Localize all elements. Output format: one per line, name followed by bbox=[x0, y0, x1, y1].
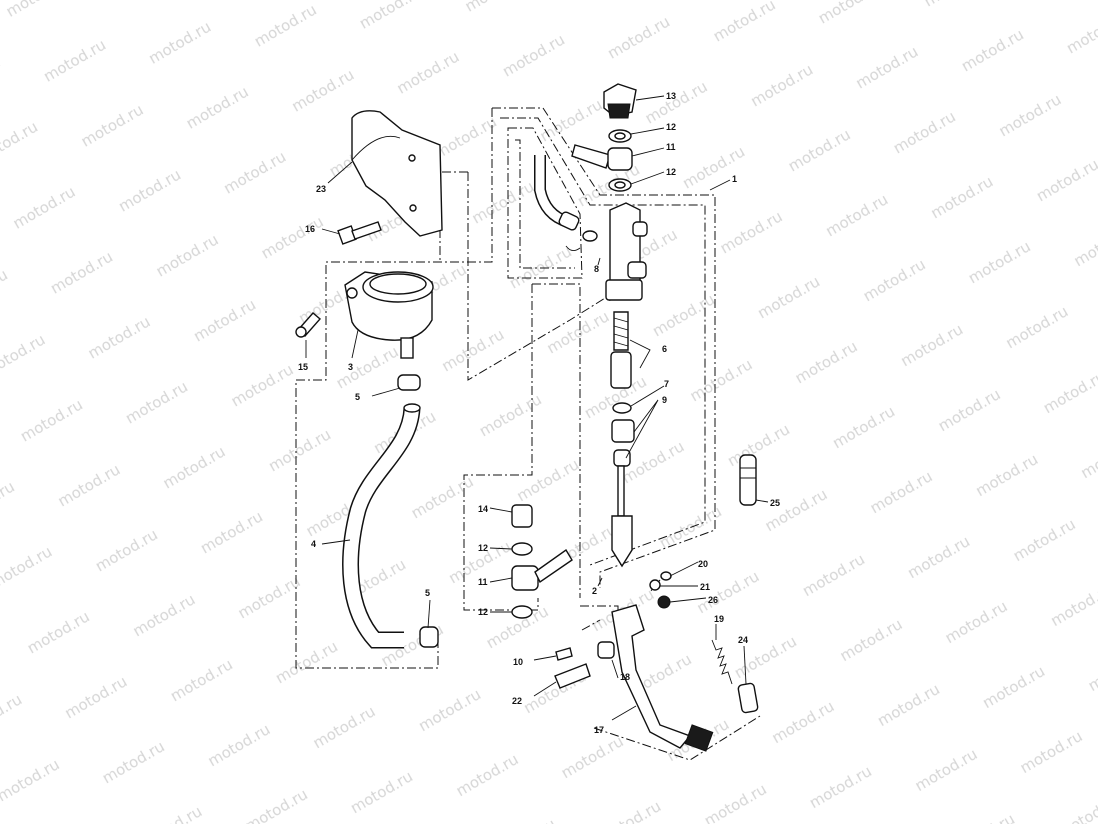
oring-part-7 bbox=[612, 402, 632, 414]
hose-part-4 bbox=[342, 403, 421, 649]
bush-part-18 bbox=[597, 641, 615, 659]
callout-4: 4 bbox=[311, 539, 316, 549]
spring-part-19 bbox=[711, 639, 733, 685]
bolt-part-16 bbox=[337, 221, 382, 245]
callout-8: 8 bbox=[594, 264, 599, 274]
pin-part-24 bbox=[737, 682, 759, 714]
callout-7: 7 bbox=[664, 379, 669, 389]
callout-18: 18 bbox=[620, 672, 630, 682]
bolt-part-22 bbox=[554, 663, 591, 689]
callout-12b: 12 bbox=[666, 167, 676, 177]
reservoir-part-3 bbox=[344, 271, 434, 359]
clamp-part-5-top bbox=[397, 374, 421, 391]
callout-14: 14 bbox=[478, 504, 488, 514]
pin-part-10 bbox=[555, 647, 573, 661]
callout-3: 3 bbox=[348, 362, 353, 372]
master-cylinder-body bbox=[605, 202, 648, 301]
callout-6: 6 bbox=[662, 344, 667, 354]
switch-part-13 bbox=[603, 83, 637, 119]
callout-24: 24 bbox=[738, 635, 748, 645]
callout-23: 23 bbox=[316, 184, 326, 194]
callout-16: 16 bbox=[305, 224, 315, 234]
feed-pipe bbox=[534, 155, 598, 251]
callout-1: 1 bbox=[732, 174, 737, 184]
callout-5a: 5 bbox=[355, 392, 360, 402]
callout-2: 2 bbox=[592, 586, 597, 596]
screw-part-15 bbox=[295, 312, 321, 338]
callout-15: 15 bbox=[298, 362, 308, 372]
callout-19: 19 bbox=[714, 614, 724, 624]
callout-12a: 12 bbox=[666, 122, 676, 132]
washer-part-12-second bbox=[608, 178, 632, 192]
pin-part-25 bbox=[739, 454, 757, 506]
callout-11a: 11 bbox=[666, 142, 676, 152]
washer-part-20 bbox=[660, 571, 672, 581]
callout-21: 21 bbox=[700, 582, 710, 592]
callout-17: 17 bbox=[594, 725, 604, 735]
callout-10: 10 bbox=[513, 657, 523, 667]
bracket-part-23 bbox=[351, 110, 443, 237]
bleed-screw-part-14 bbox=[511, 504, 533, 528]
callout-9: 9 bbox=[662, 395, 667, 405]
pedal-part-17 bbox=[611, 604, 714, 752]
nut-part-26 bbox=[657, 595, 671, 609]
callout-13: 13 bbox=[666, 91, 676, 101]
callout-26: 26 bbox=[708, 595, 718, 605]
seal-part-9 bbox=[611, 419, 635, 568]
callout-12d: 12 bbox=[478, 607, 488, 617]
callout-11b: 11 bbox=[478, 577, 488, 587]
callout-20: 20 bbox=[698, 559, 708, 569]
callouts: 1 2 3 4 5 5 6 7 8 9 10 11 11 12 12 12 12… bbox=[298, 91, 780, 735]
banjo-part-11-top bbox=[571, 144, 633, 171]
washer-part-12-top bbox=[608, 129, 632, 143]
callout-5b: 5 bbox=[425, 588, 430, 598]
clamp-part-5-bottom bbox=[419, 626, 439, 648]
callout-22: 22 bbox=[512, 696, 522, 706]
assembly-outlines bbox=[295, 107, 761, 761]
banjo-part-11-bottom bbox=[511, 548, 573, 591]
washer-part-21 bbox=[649, 579, 661, 591]
callout-25: 25 bbox=[770, 498, 780, 508]
spring-part-6 bbox=[610, 311, 632, 389]
washer-part-12-third bbox=[511, 542, 533, 556]
callout-12c: 12 bbox=[478, 543, 488, 553]
washer-part-12-fourth bbox=[511, 605, 533, 619]
leader-lines bbox=[305, 95, 769, 721]
